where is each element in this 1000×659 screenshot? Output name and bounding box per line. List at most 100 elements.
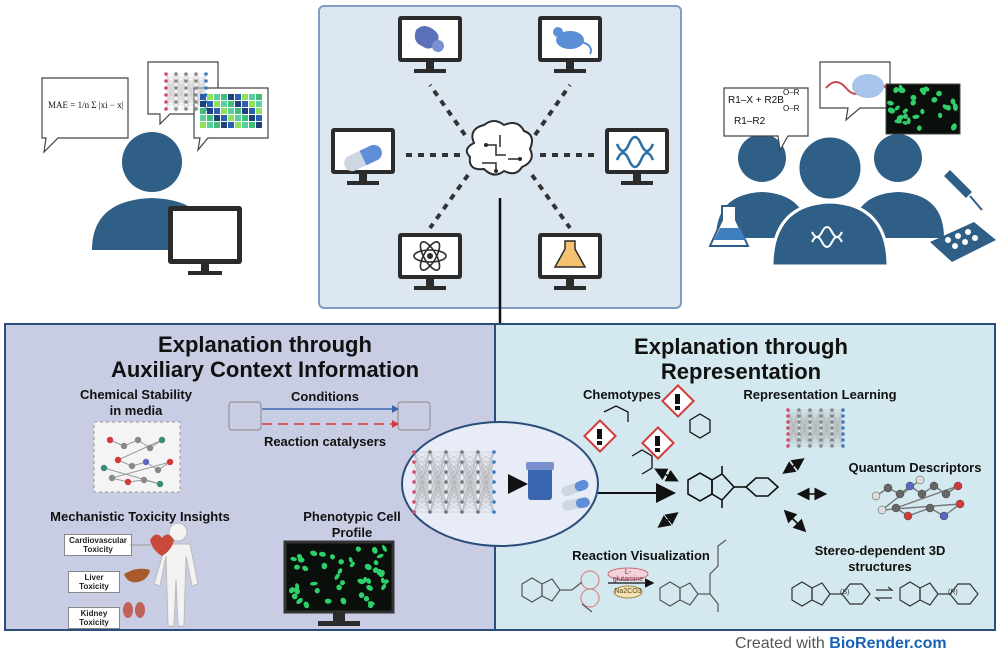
reagent-pills: [607, 567, 655, 599]
reaction-or-bottom: O–R: [783, 104, 800, 113]
heatmap-cell: [200, 122, 206, 128]
cell-blob: [898, 84, 903, 92]
network-node: [460, 450, 464, 454]
network-node: [428, 450, 432, 454]
cell-blob: [297, 557, 305, 563]
heatmap-cell: [228, 115, 234, 121]
network-node: [786, 438, 790, 442]
person-analyst-icon: [92, 132, 242, 275]
cell-blob: [887, 107, 895, 114]
network-node: [184, 72, 188, 76]
monitor-atom: [398, 233, 462, 290]
cardio-toxicity-line1: Cardiovascular: [69, 536, 127, 545]
cell-blob: [910, 99, 916, 106]
l-glutamine-label: L-glutamine: [612, 569, 644, 583]
cell-blob: [366, 584, 373, 591]
cell-blob: [334, 573, 340, 580]
network-node: [204, 79, 208, 83]
heatmap-cell: [235, 115, 241, 121]
pipette-icon: [944, 170, 983, 211]
reaction-visualization-label: Reaction Visualization: [572, 548, 710, 563]
atom: [891, 503, 901, 513]
network-node: [786, 414, 790, 418]
heatmap-cell: [214, 122, 220, 128]
atom: [917, 489, 927, 499]
network-node: [830, 432, 834, 436]
network-node: [460, 510, 464, 514]
atom: [108, 474, 116, 482]
network-node: [476, 480, 480, 484]
atom: [915, 475, 925, 485]
atom: [154, 466, 162, 474]
network-node: [164, 86, 168, 90]
cell-blob: [912, 114, 920, 119]
cell-blob: [288, 587, 295, 594]
network-node: [841, 444, 845, 448]
network-node: [476, 490, 480, 494]
network-node: [184, 79, 188, 83]
credit-brand: BioRender.com: [829, 635, 947, 652]
network-node: [204, 72, 208, 76]
heatmap-cell: [242, 94, 248, 100]
network-node: [184, 107, 188, 111]
stereo-s-label: (S): [840, 589, 850, 596]
cell-blob: [942, 104, 949, 110]
cell-blob: [314, 588, 320, 594]
reaction-or-top: O–R: [783, 88, 800, 97]
heatmap-cell: [214, 115, 220, 121]
cell-blob: [366, 578, 372, 584]
network-node: [808, 408, 812, 412]
cell-blob: [364, 563, 372, 571]
network-node: [841, 426, 845, 430]
network-node: [797, 426, 801, 430]
atom: [156, 480, 164, 488]
heatmap-cell: [214, 108, 220, 114]
network-node: [476, 510, 480, 514]
network-node: [412, 500, 416, 504]
network-node: [786, 426, 790, 430]
heatmap-cell: [242, 115, 248, 121]
network-node: [808, 420, 812, 424]
cell-blob: [321, 562, 328, 570]
atom: [905, 481, 915, 491]
network-node: [841, 414, 845, 418]
cell-blob: [330, 554, 335, 560]
cell-blob: [917, 125, 922, 131]
chemotypes-label: Chemotypes: [582, 387, 662, 402]
heatmap-cell: [221, 108, 227, 114]
cell-blob: [362, 576, 367, 583]
network-node: [428, 470, 432, 474]
heatmap-cell: [256, 115, 262, 121]
heatmap-cell: [207, 101, 213, 107]
heatmap-cell: [249, 115, 255, 121]
cell-blob: [952, 103, 958, 111]
team-researchers-icon: [716, 134, 944, 268]
cardio-toxicity-tag: Cardiovascular Toxicity: [64, 534, 132, 556]
heatmap-cell: [207, 115, 213, 121]
cell-blob: [902, 108, 908, 114]
credit-prefix: Created with: [735, 635, 830, 652]
biorender-credit[interactable]: Created with BioRender.com: [735, 635, 947, 653]
cell-blob: [363, 596, 370, 602]
network-node: [412, 490, 416, 494]
heart-organ-icon: [130, 534, 174, 556]
network-node: [808, 426, 812, 430]
monitor-mouse: [538, 16, 602, 73]
kidney-toxicity-line1: Kidney: [80, 609, 108, 618]
heatmap-cell: [207, 94, 213, 100]
cell-blob: [919, 87, 926, 93]
network-node: [797, 420, 801, 424]
network-node: [184, 100, 188, 104]
network-node: [428, 460, 432, 464]
cells-top-graphic: [887, 84, 958, 131]
network-node: [174, 79, 178, 83]
cell-blob: [381, 583, 387, 591]
cell-blob: [340, 597, 347, 605]
network-node: [492, 470, 496, 474]
heatmap-cell: [207, 108, 213, 114]
atom: [903, 511, 913, 521]
reaction-scheme-line2: R1–R2: [734, 116, 766, 127]
chemical-stability-label-line1: Chemical Stability: [80, 387, 192, 402]
network-node: [492, 490, 496, 494]
